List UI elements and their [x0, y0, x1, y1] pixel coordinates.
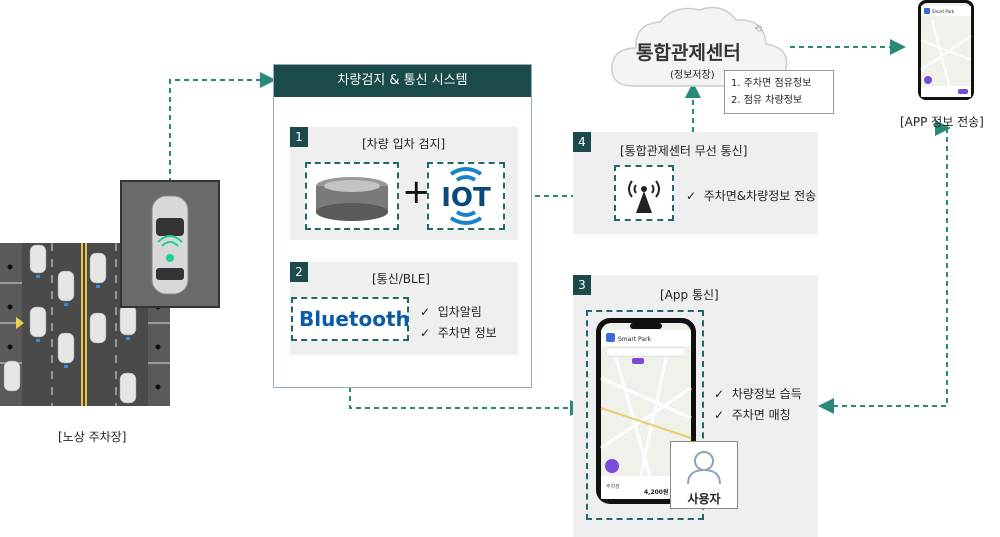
ble-number: 2 [290, 262, 308, 282]
svg-text:⟲: ⟲ [754, 24, 763, 35]
link-phone-to-app [818, 120, 951, 414]
detect-title: [차량 입차 검지] [362, 137, 446, 151]
app-title: [App 통신] [660, 288, 719, 302]
iot-icon: IOT [441, 167, 491, 225]
parking-lot-caption: [노상 주차장] [58, 430, 127, 444]
wireless-number: 4 [573, 132, 591, 152]
cloud-icon: ⟲ [611, 6, 788, 87]
plus-icon: + [402, 172, 431, 212]
info-phone-caption: [APP 정보 전송] [900, 115, 984, 129]
car-topview-svg [151, 195, 189, 295]
app-check-2: ✓ 주차면 매칭 [714, 408, 791, 422]
antenna-icon [628, 180, 660, 213]
system-panel-header: 차량검지 & 통신 시스템 [274, 65, 531, 97]
svg-text:주차장: 주차장 [606, 483, 620, 490]
ble-check-2: ✓ 주차면 정보 [420, 326, 497, 340]
app-check-1: ✓ 차량정보 습득 [714, 387, 802, 401]
detect-number: 1 [290, 127, 308, 147]
app-phone-box [586, 310, 704, 520]
wireless-title: [통합관제센터 무선 통신] [620, 144, 748, 158]
center-info-1: 1. 주차면 점유정보 [731, 78, 812, 89]
center-info-2: 2. 점유 차량정보 [731, 95, 803, 106]
center-info-box: 1. 주차면 점유정보 2. 점유 차량정보 [724, 70, 834, 114]
sensor-device-box [305, 162, 399, 230]
car-detail-illustration [120, 180, 220, 308]
info-phone-app-name: Smart Park [932, 9, 955, 14]
user-icon [687, 451, 721, 485]
sensor-device-icon [316, 177, 388, 221]
user-card: 사용자 [670, 441, 738, 509]
wireless-check: ✓ 주차면&차량정보 전송 [686, 189, 817, 203]
link-car-to-system [169, 72, 276, 210]
user-label: 사용자 [687, 492, 721, 506]
antenna-box [614, 165, 674, 221]
center-title: 통합관제센터 [636, 42, 741, 64]
info-phone-illustration: Smart Park [918, 0, 974, 100]
bluetooth-logo-box: Bluetooth [291, 297, 410, 341]
ble-title: [통신/BLE] [372, 272, 430, 286]
app-number: 3 [573, 275, 591, 295]
iot-device-box: IOT [427, 162, 505, 230]
center-subtitle: (정보저장) [670, 70, 715, 81]
iot-text: IOT [441, 183, 491, 213]
app-screen-name: Smart Park [618, 336, 652, 343]
bluetooth-wordmark: Bluetooth [299, 307, 410, 331]
wireless-section [573, 132, 818, 234]
ble-check-1: ✓ 입차알림 [420, 305, 482, 319]
app-screen-price: 4,200원 [644, 488, 669, 496]
